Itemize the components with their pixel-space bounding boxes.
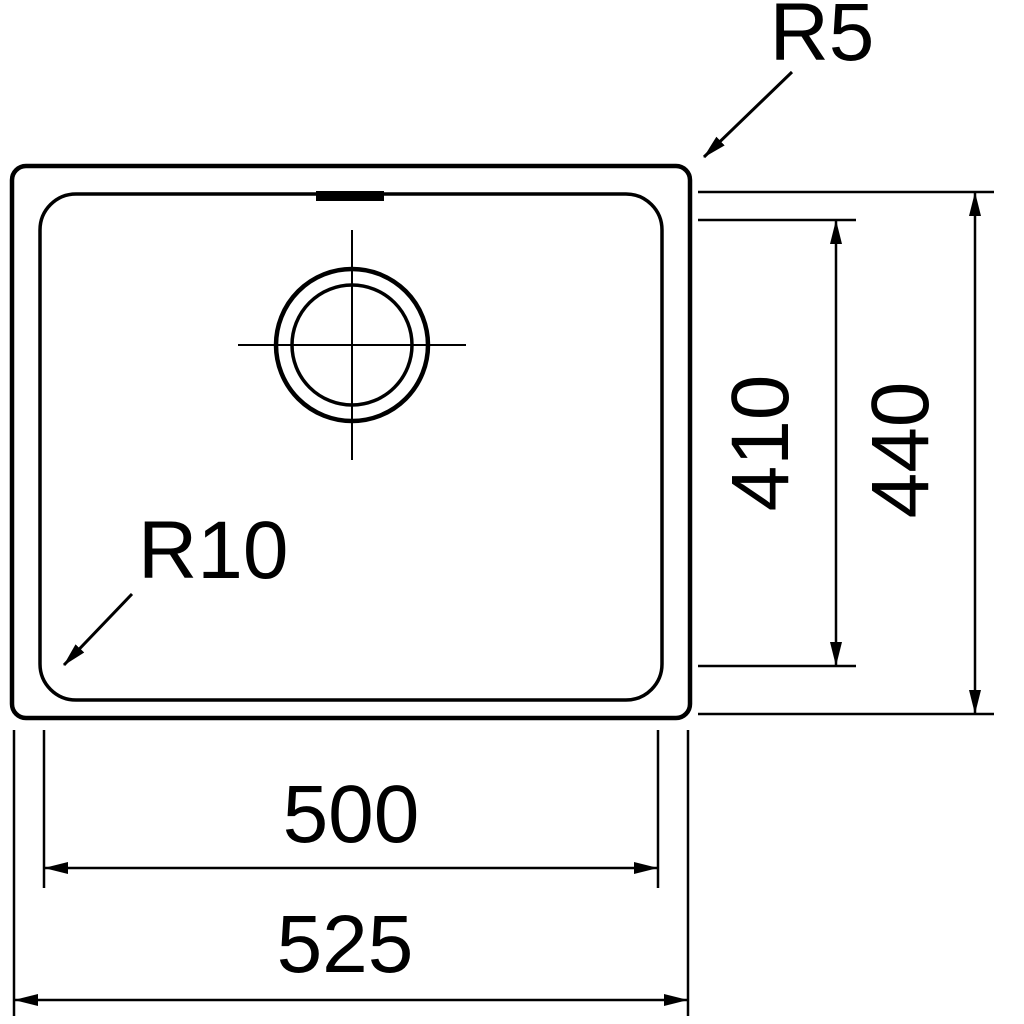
r10-leader-line bbox=[62, 592, 134, 667]
label-r10: R10 bbox=[138, 505, 288, 596]
label-r5: R5 bbox=[770, 0, 875, 78]
dim-500-value: 500 bbox=[283, 769, 420, 860]
r5-leader-line bbox=[702, 70, 794, 159]
overflow-mark bbox=[316, 191, 384, 201]
dim-525-value: 525 bbox=[277, 899, 414, 990]
dim-440-value: 440 bbox=[855, 382, 946, 519]
dim-410-value: 410 bbox=[715, 375, 806, 512]
